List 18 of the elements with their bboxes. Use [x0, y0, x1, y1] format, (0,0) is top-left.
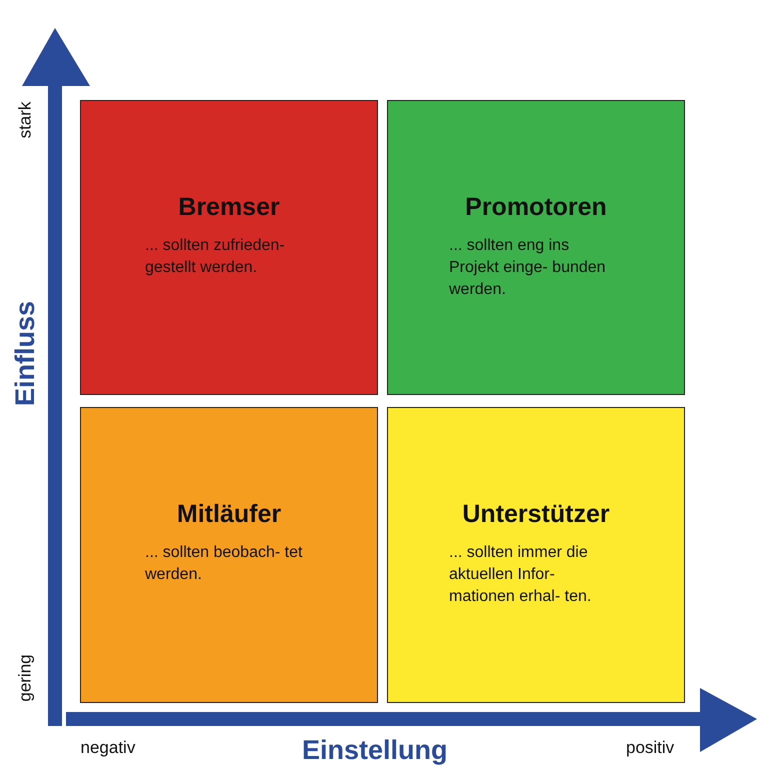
quadrant-box	[387, 100, 685, 395]
axis-level-label: negativ	[80, 738, 136, 758]
quadrant-box	[80, 100, 378, 395]
axis-level-label: positiv	[626, 738, 674, 758]
axis-level-label: stark	[14, 102, 35, 138]
quadrant-description: ... sollten eng ins Projekt einge- bunden werden.	[449, 236, 607, 300]
quadrant-title: Mitläufer	[176, 500, 282, 529]
axis-level-label: gering	[15, 654, 36, 702]
quadrant-title: Promotoren	[464, 193, 608, 222]
quadrant-title: Bremser	[177, 193, 281, 222]
quadrant-box	[80, 407, 378, 703]
quadrant-box	[387, 407, 685, 703]
axis-title: Einfluss	[10, 300, 41, 406]
quadrant-description: ... sollten beobach- tet werden.	[145, 543, 304, 585]
quadrant-title: Unterstützer	[461, 500, 611, 529]
quadrant-description: ... sollten zufrieden- gestellt werden.	[145, 236, 286, 278]
axis-title: Einstellung	[302, 734, 448, 766]
quadrant-description: ... sollten immer die aktuellen Infor- mationen erhal- ten.	[449, 543, 592, 607]
